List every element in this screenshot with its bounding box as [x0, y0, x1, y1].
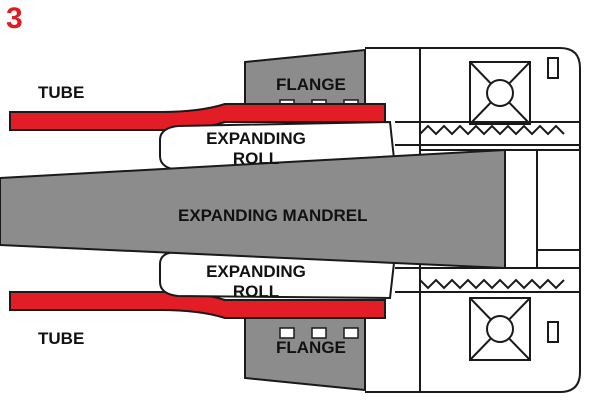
roll-bottom-line2: ROLL	[232, 282, 280, 301]
mandrel-label: EXPANDING MANDREL	[178, 206, 368, 225]
bearing-top	[469, 61, 531, 125]
tube-bottom-label: TUBE	[38, 329, 85, 348]
roll-top-line2: ROLL	[232, 149, 280, 168]
figure-number: 3	[6, 2, 23, 35]
expanding-roll-bottom-label: EXPANDING ROLL	[196, 263, 316, 300]
bearing-bottom	[469, 297, 531, 361]
flange-top-label: FLANGE	[276, 75, 346, 94]
expanding-roll-top-label: EXPANDING ROLL	[196, 130, 316, 167]
roll-bottom-line1: EXPANDING	[206, 262, 306, 281]
roll-top-line1: EXPANDING	[206, 129, 306, 148]
tube-top-label: TUBE	[38, 83, 85, 102]
flange-bottom-label: FLANGE	[276, 338, 346, 357]
expanding-roll-bottom	[159, 250, 397, 300]
expanding-mandrel	[0, 148, 506, 270]
